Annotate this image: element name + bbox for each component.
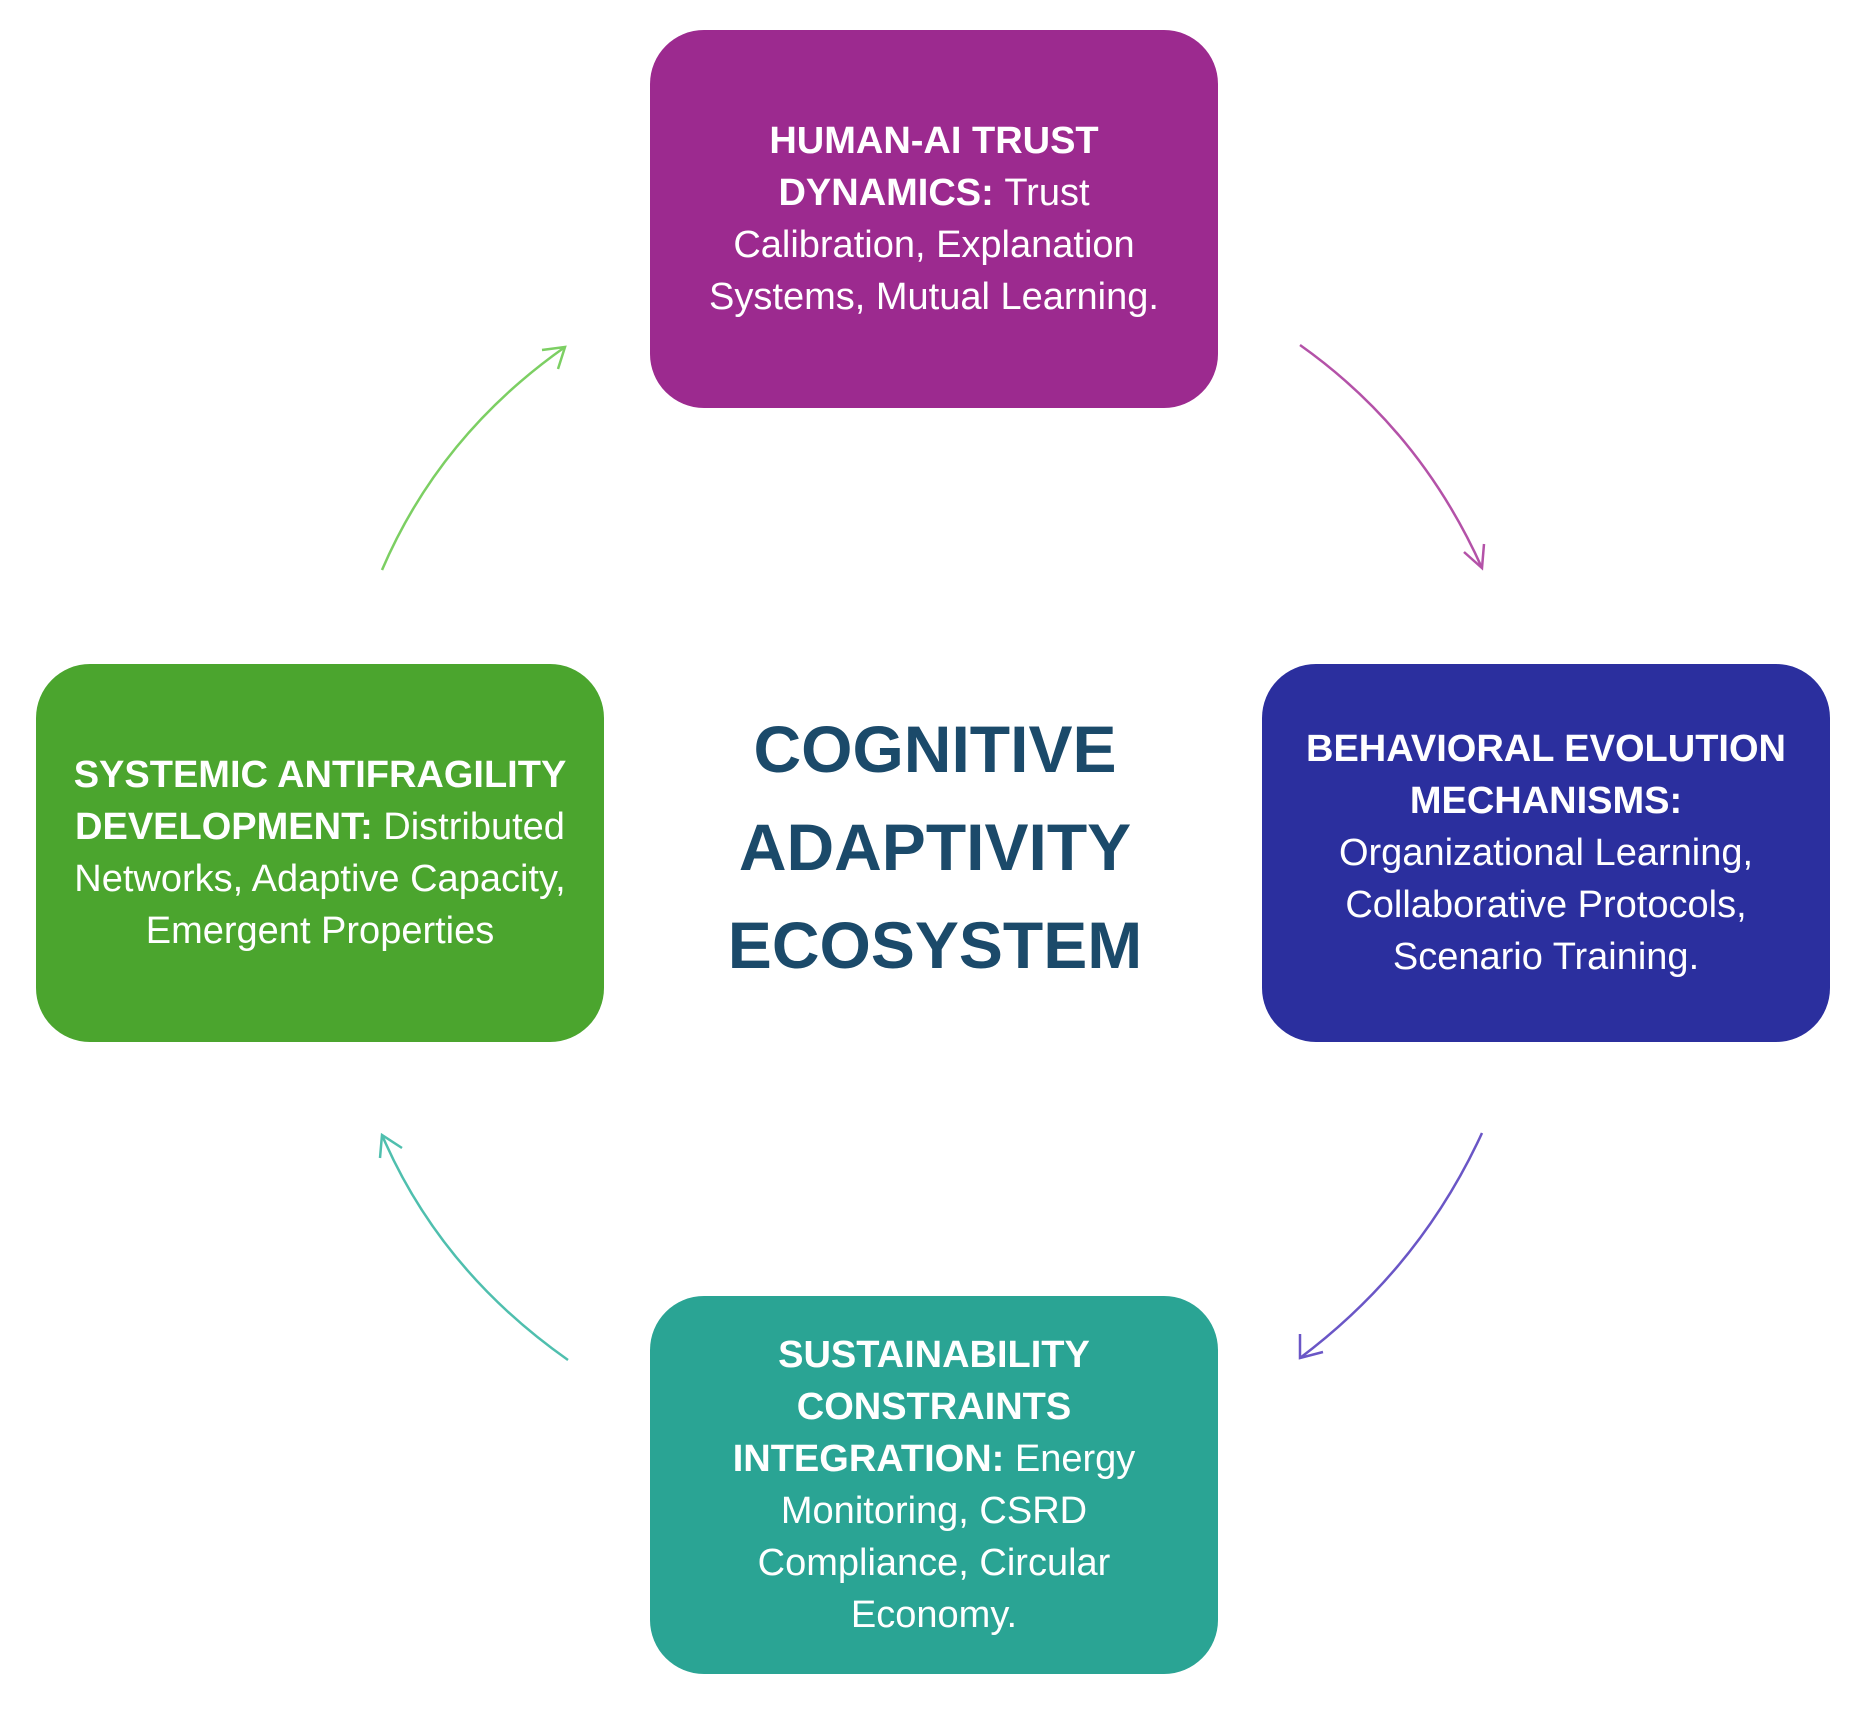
behavioral-evolution-text: BEHAVIORAL EVOLUTION MECHANISMS: Organiz… (1292, 723, 1800, 983)
arrow-bottom-to-left-icon (378, 1132, 569, 1362)
antifragility-heading: SYSTEMIC ANTIFRAGILITY DEVELOPMENT: (73, 754, 567, 848)
behavioral-evolution-box: BEHAVIORAL EVOLUTION MECHANISMS: Organiz… (1262, 664, 1830, 1042)
arrow-top-to-right-icon (1299, 343, 1486, 571)
antifragility-box: SYSTEMIC ANTIFRAGILITY DEVELOPMENT: Dist… (36, 664, 604, 1042)
arrow-right-to-bottom-icon (1298, 1132, 1484, 1360)
center-title: COGNITIVE ADAPTIVITY ECOSYSTEM (640, 700, 1230, 1000)
arrow-left-to-top-icon (380, 345, 567, 571)
behavioral-evolution-body: Organizational Learning, Collaborative P… (1338, 832, 1754, 978)
center-title-line-3: ECOSYSTEM (727, 908, 1143, 982)
center-title-line-1: COGNITIVE (753, 712, 1117, 786)
trust-dynamics-text: HUMAN-AI TRUST DYNAMICS: Trust Calibrati… (680, 115, 1188, 323)
trust-dynamics-box: HUMAN-AI TRUST DYNAMICS: Trust Calibrati… (650, 30, 1218, 408)
sustainability-box: SUSTAINABILITY CONSTRAINTS INTEGRATION: … (650, 1296, 1218, 1674)
trust-dynamics-body: Trust Calibration, Explanation Systems, … (709, 172, 1159, 318)
antifragility-body: Distributed Networks, Adaptive Capacity,… (74, 806, 566, 952)
sustainability-text: SUSTAINABILITY CONSTRAINTS INTEGRATION: … (680, 1329, 1188, 1641)
center-title-line-2: ADAPTIVITY (738, 810, 1132, 884)
antifragility-text: SYSTEMIC ANTIFRAGILITY DEVELOPMENT: Dist… (66, 749, 574, 957)
behavioral-evolution-heading: BEHAVIORAL EVOLUTION MECHANISMS: (1306, 728, 1786, 822)
sustainability-body: Energy Monitoring, CSRD Compliance, Circ… (757, 1438, 1136, 1636)
sustainability-heading: SUSTAINABILITY CONSTRAINTS INTEGRATION: (732, 1334, 1090, 1480)
trust-dynamics-heading: HUMAN-AI TRUST DYNAMICS: (769, 120, 1099, 214)
